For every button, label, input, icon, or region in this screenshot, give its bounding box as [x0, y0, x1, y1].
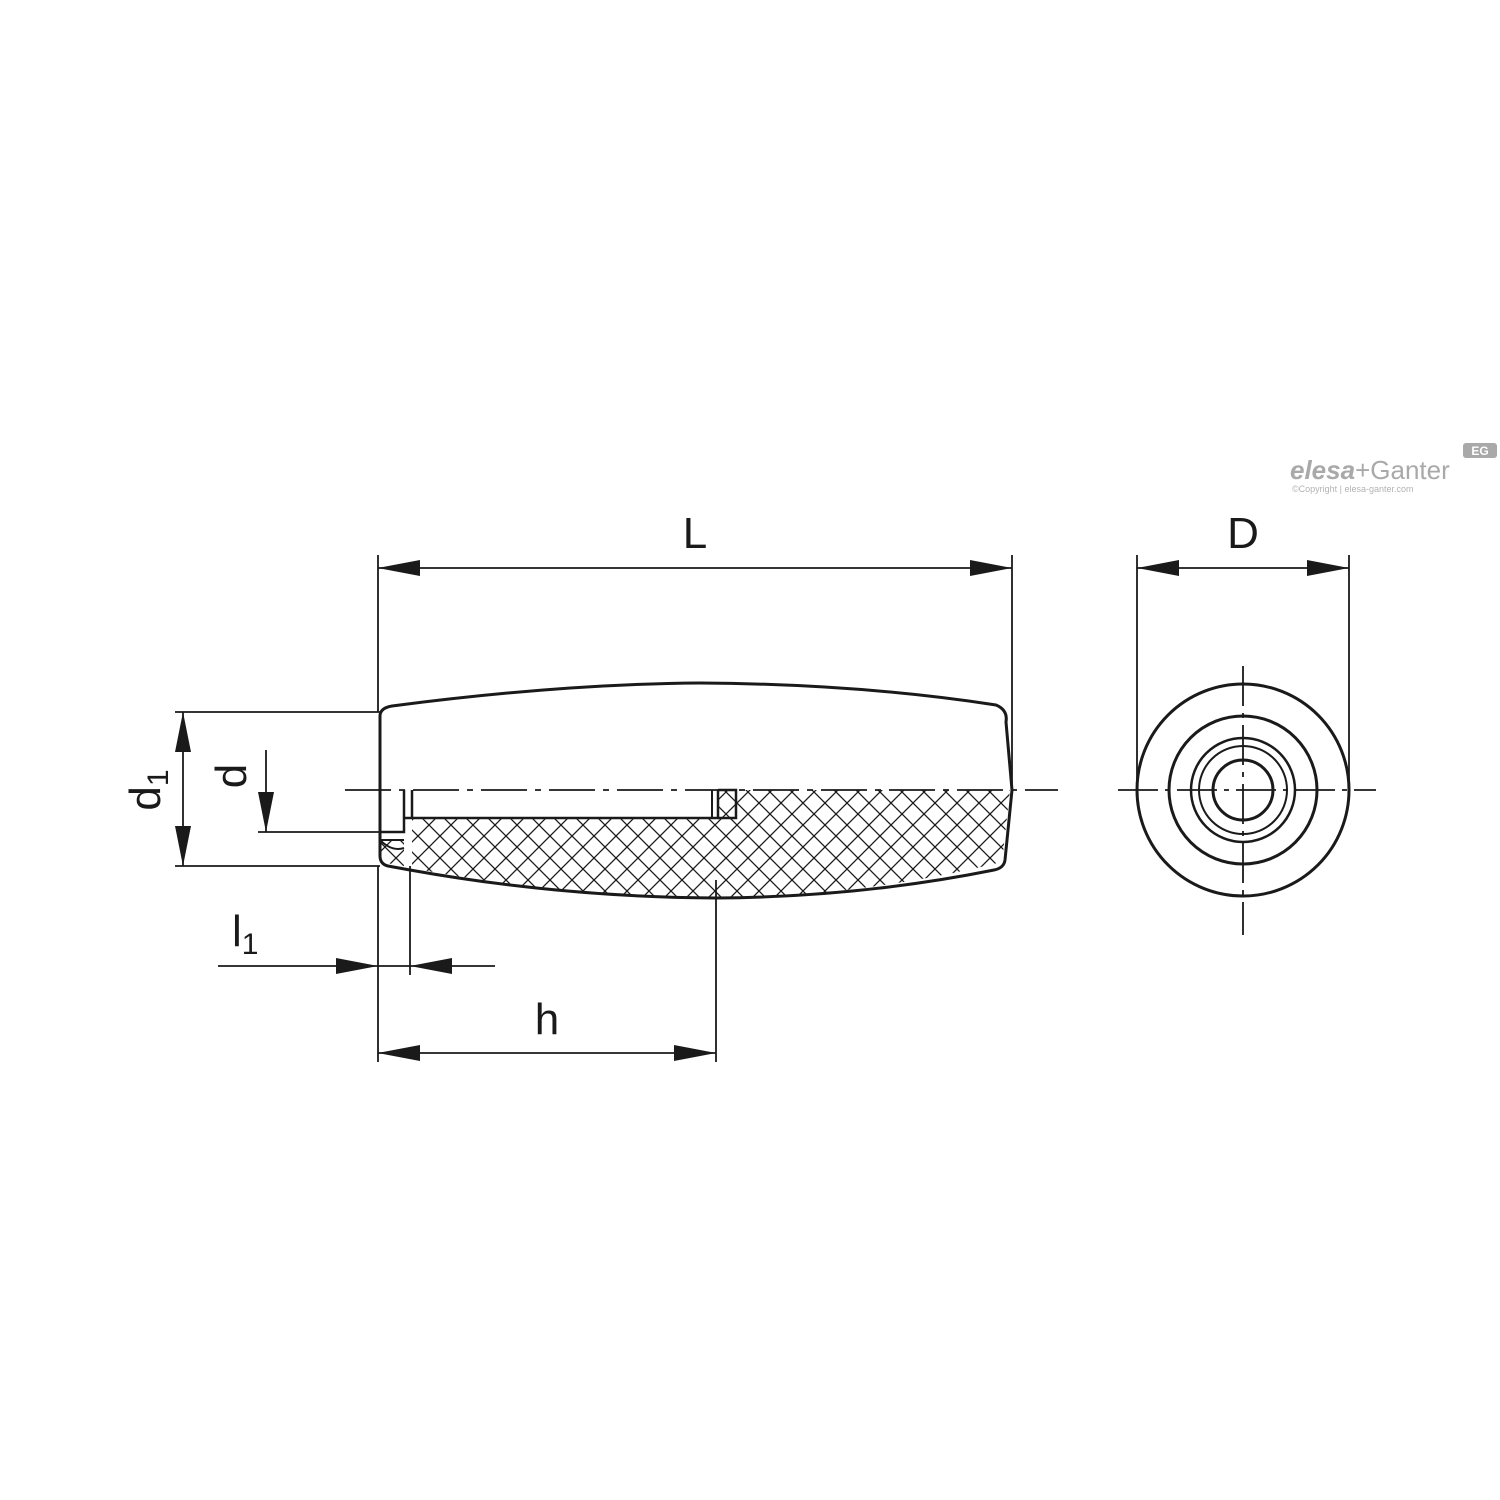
- label-D: D: [1227, 509, 1259, 558]
- handle-side-view: [345, 681, 1058, 900]
- logo-copyright: ©Copyright | elesa-ganter.com: [1292, 484, 1414, 494]
- label-h: h: [535, 995, 559, 1044]
- label-d1: d1: [121, 769, 175, 810]
- dimension-l1: l1: [218, 866, 495, 1062]
- svg-text:elesa+Ganter: elesa+Ganter: [1290, 455, 1450, 485]
- logo-brand-a: elesa: [1290, 455, 1355, 485]
- label-l1: l1: [232, 907, 258, 961]
- dimension-D: D: [1136, 509, 1350, 790]
- logo-brand-b: Ganter: [1370, 455, 1450, 485]
- logo-plus: +: [1355, 455, 1370, 485]
- label-L: L: [683, 509, 707, 558]
- label-d: d: [207, 764, 256, 788]
- logo-badge: [1463, 443, 1497, 458]
- section-hatch: [412, 790, 1010, 897]
- dimension-d: d: [207, 750, 404, 833]
- dimension-d1: d1: [121, 711, 380, 867]
- handle-outline: [378, 681, 1014, 900]
- section-hatch-end: [380, 840, 404, 866]
- dimension-L: L: [377, 509, 1013, 790]
- logo-badge-text: EG: [1471, 444, 1488, 458]
- elesa-ganter-logo: elesa+Ganter EG ©Copyright | elesa-gante…: [1290, 443, 1497, 494]
- dimension-h: h: [378, 880, 717, 1062]
- handle-end-view: [1118, 666, 1376, 935]
